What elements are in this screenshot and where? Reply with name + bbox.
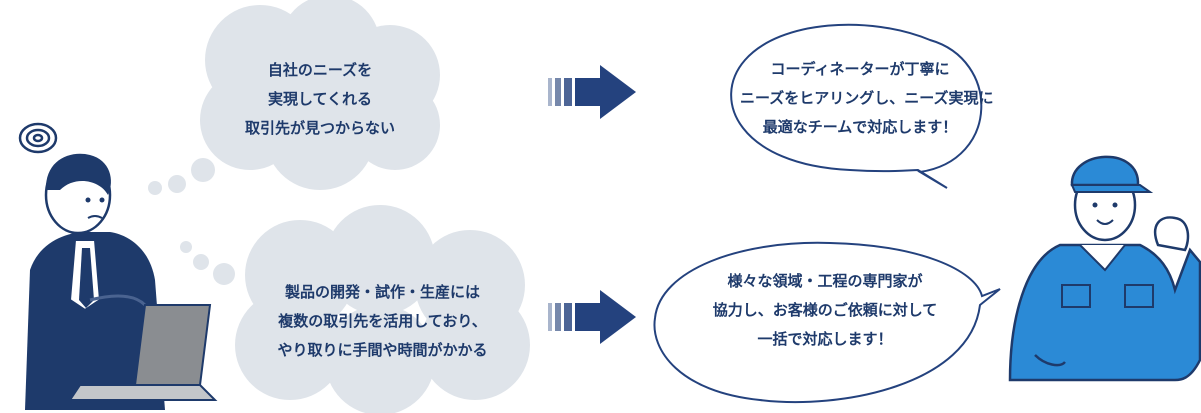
worry-swirl-icon [18, 122, 58, 154]
arrow-icon-top [548, 65, 636, 119]
worker-illustration [1008, 155, 1201, 382]
speech-bubble-top [730, 23, 983, 189]
speech-bubble-bottom [653, 241, 1001, 404]
thought-cloud-bottom [180, 205, 530, 413]
solution-text-1: コーディネーターが丁寧に ニーズをヒアリングし、ニーズ実現に 最適なチームで対応… [740, 60, 994, 136]
businessman-illustration [18, 122, 218, 410]
laptop-icon [68, 304, 218, 401]
problem-text-2: 製品の開発・試作・生産には 複数の取引先を活用しており、 やり取りに手間や時間が… [277, 283, 488, 359]
arrow-icon-bottom [548, 290, 636, 344]
solution-text-2: 様々な領域・工程の専門家が 協力し、お客様のご依頼に対して 一括で対応します！ [712, 272, 938, 348]
thought-cloud-top [148, 0, 440, 195]
problem-text-1: 自社のニーズを 実現してくれる 取引先が見つからない [244, 61, 395, 137]
